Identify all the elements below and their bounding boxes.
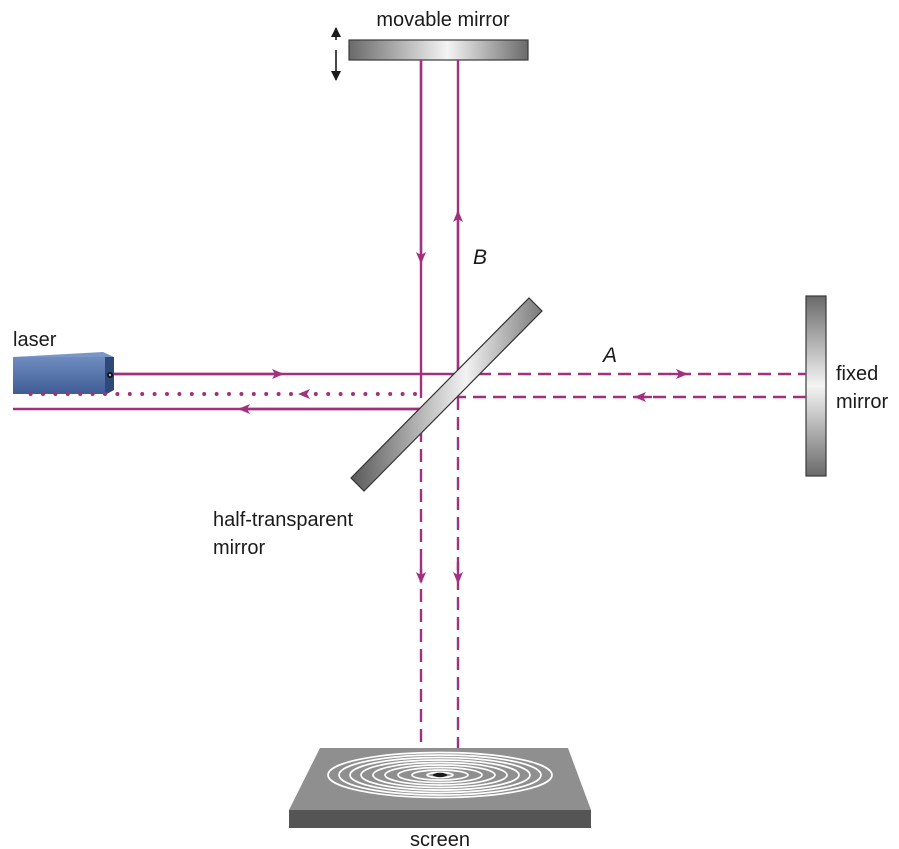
half-mirror-label-line2: mirror	[213, 537, 266, 559]
fixed-mirror	[805, 295, 827, 477]
laser-label: laser	[13, 329, 57, 351]
beam-b-label: B	[473, 246, 487, 269]
movable-mirror-label: movable mirror	[376, 9, 510, 31]
beam-a-arrows	[634, 369, 688, 402]
half-transparent-mirror	[350, 297, 543, 492]
beams-to-screen-arrows	[416, 562, 463, 584]
laser-source	[13, 352, 114, 395]
interference-rings	[327, 751, 553, 799]
fixed-mirror-label-line1: fixed	[836, 363, 878, 385]
beam-a-label: A	[601, 344, 617, 367]
beams-to-screen	[419, 397, 460, 748]
screen	[289, 748, 591, 828]
fixed-mirror-label-line2: mirror	[836, 391, 889, 413]
beam-b-path	[416, 60, 463, 398]
movable-mirror	[348, 39, 529, 61]
laser-beam-path	[13, 369, 458, 414]
beam-a-path	[458, 372, 806, 399]
screen-label: screen	[410, 829, 470, 849]
half-mirror-label-line1: half-transparent	[213, 509, 354, 531]
